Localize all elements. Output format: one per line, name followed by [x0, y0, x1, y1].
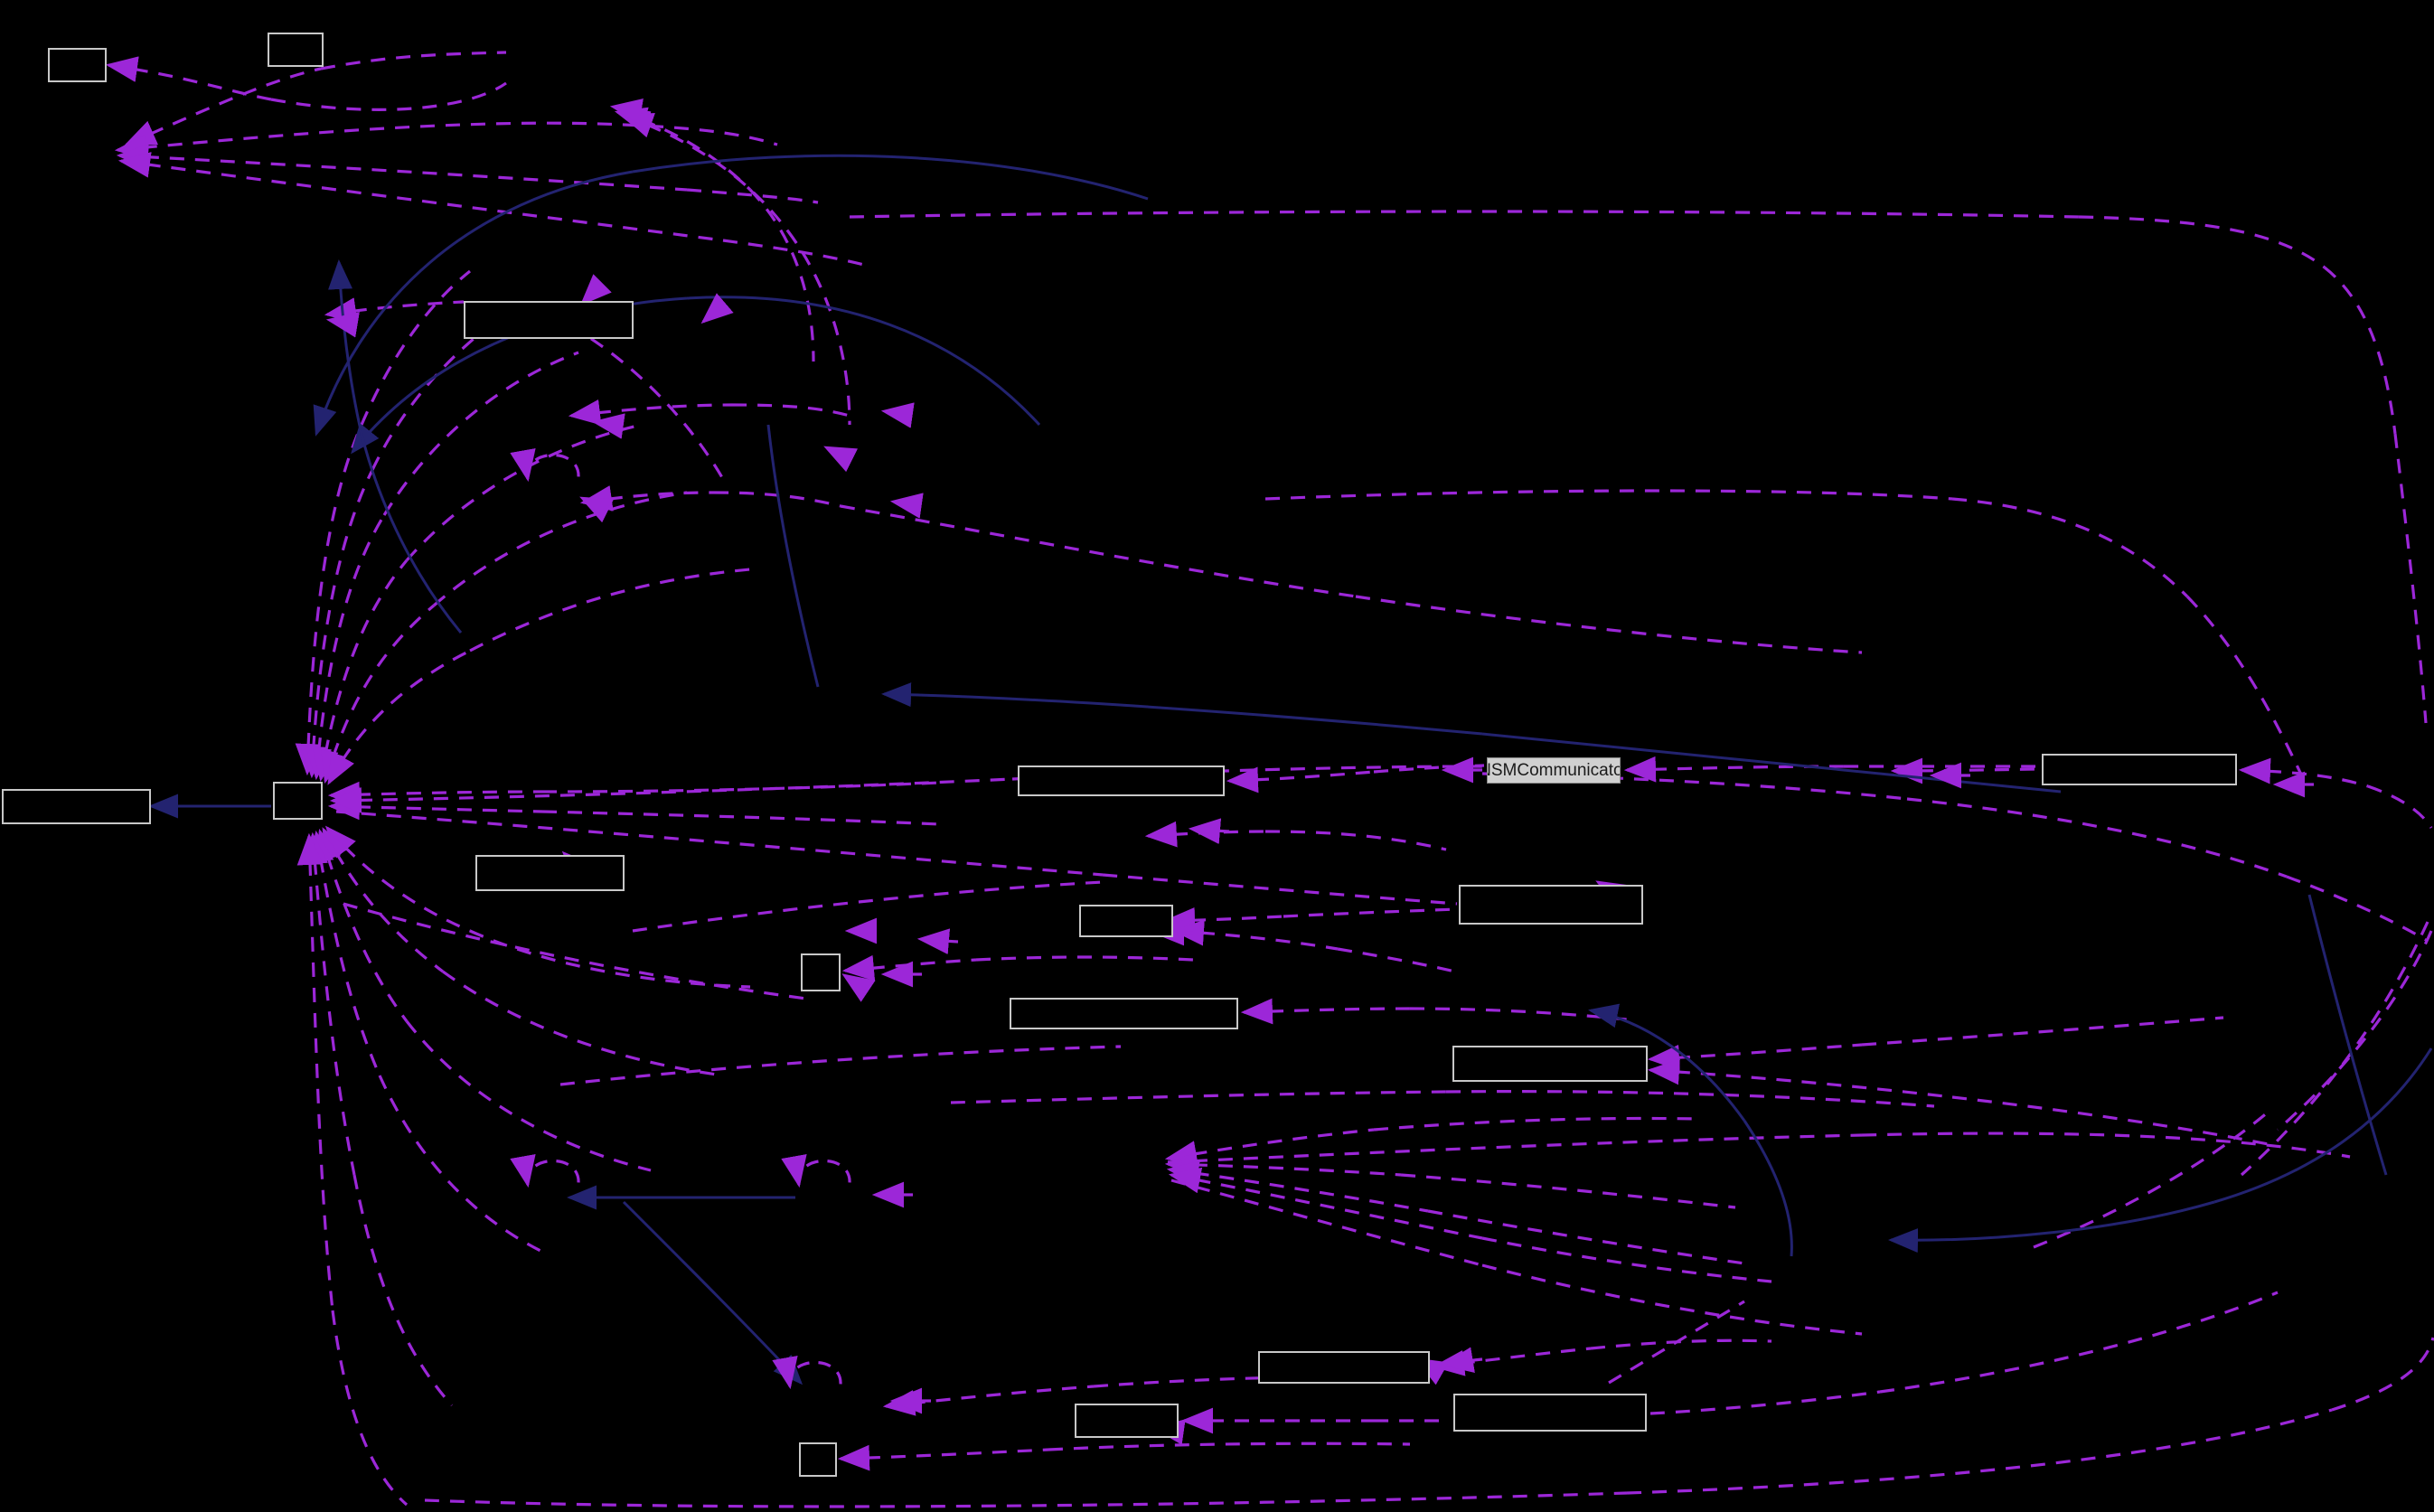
- graph-node[interactable]: [801, 953, 841, 991]
- graph-node[interactable]: [1010, 998, 1238, 1029]
- graph-node[interactable]: [475, 855, 625, 891]
- graph-node-label: NSMCommunicator: [1487, 761, 1620, 780]
- graph-node[interactable]: [48, 48, 107, 82]
- graph-node-nsmcommunicator[interactable]: NSMCommunicator: [1487, 757, 1621, 784]
- self-loop-edges: [510, 448, 851, 1390]
- graph-node[interactable]: [464, 301, 634, 339]
- graph-node[interactable]: [2, 789, 151, 824]
- graph-node[interactable]: [1258, 1351, 1430, 1384]
- graph-node[interactable]: [273, 782, 323, 820]
- graph-node[interactable]: [799, 1442, 837, 1477]
- graph-node[interactable]: [2042, 754, 2237, 785]
- graph-node[interactable]: [1453, 1394, 1647, 1432]
- graph-node[interactable]: [1075, 1404, 1179, 1438]
- inheritance-edges: [148, 154, 2433, 1385]
- graph-node[interactable]: [1452, 1046, 1648, 1082]
- graph-node[interactable]: [1079, 905, 1173, 937]
- graph-node[interactable]: [268, 33, 324, 67]
- graph-node[interactable]: [1459, 885, 1643, 925]
- graph-node[interactable]: [1018, 765, 1225, 796]
